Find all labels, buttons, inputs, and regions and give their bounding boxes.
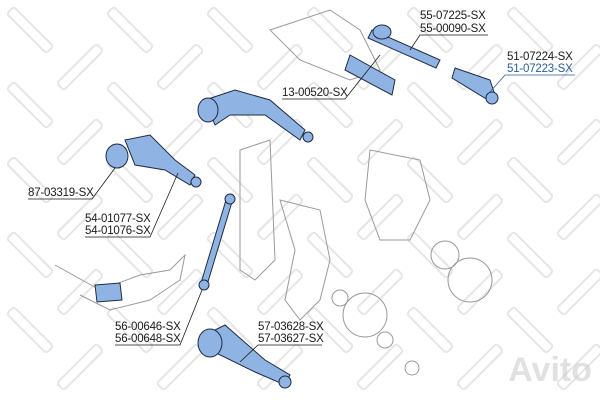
- stellox-watermark-mark: [406, 156, 454, 204]
- stellox-watermark-mark: [256, 343, 304, 391]
- stellox-watermark-mark: [556, 118, 600, 166]
- stellox-watermark-mark: [256, 118, 304, 166]
- knuckle: [279, 199, 331, 321]
- strut: [239, 139, 276, 281]
- stellox-watermark-mark: [406, 6, 454, 54]
- stellox-watermark-mark: [106, 231, 154, 279]
- stellox-watermark-mark: [406, 306, 454, 354]
- stellox-watermark-mark: [106, 6, 154, 54]
- label-stabilizer-link-1[interactable]: 56-00646-SX: [115, 321, 181, 333]
- label-lower-arm-1[interactable]: 57-03628-SX: [258, 321, 324, 333]
- hub-carrier: [364, 149, 431, 241]
- stellox-watermark-mark: [506, 81, 554, 129]
- stellox-watermark-mark: [306, 6, 354, 54]
- label-upper-arm-2[interactable]: 54-01076-SX: [85, 225, 151, 237]
- stellox-watermark-mark: [156, 268, 204, 316]
- stellox-watermark-mark: [56, 268, 104, 316]
- label-tie-rod-end-1[interactable]: 51-07224-SX: [507, 51, 573, 63]
- stellox-watermark-mark: [506, 156, 554, 204]
- stellox-watermark-mark: [456, 43, 504, 91]
- tie-rod-inner-joint: [372, 24, 392, 40]
- leader-lines: [28, 34, 488, 363]
- stellox-watermark-mark: [6, 231, 54, 279]
- stellox-watermark-mark: [356, 268, 404, 316]
- stellox-watermark-mark: [306, 156, 354, 204]
- bearing: [430, 240, 460, 270]
- stellox-watermark-mark: [56, 118, 104, 166]
- label-rack-boot[interactable]: 13-00520-SX: [282, 87, 348, 99]
- stellox-watermark-mark: [206, 6, 254, 54]
- stellox-watermark-mark: [6, 81, 54, 129]
- stellox-watermark-mark: [306, 231, 354, 279]
- stellox-watermark-mark: [6, 6, 54, 54]
- label-tie-rod-2[interactable]: 55-00090-SX: [420, 23, 486, 35]
- stellox-watermark-mark: [6, 306, 54, 354]
- selected-leader-line: [489, 74, 575, 93]
- hub: [447, 257, 493, 303]
- stellox-watermark-mark: [256, 268, 304, 316]
- stellox-watermark-mark: [456, 268, 504, 316]
- hub-2: [342, 292, 388, 338]
- stellox-watermark-mark: [156, 343, 204, 391]
- stellox-watermark-mark: [506, 231, 554, 279]
- stellox-watermark-mark: [206, 231, 254, 279]
- label-lower-arm-2[interactable]: 57-03627-SX: [258, 333, 324, 345]
- stellox-watermark-mark: [406, 231, 454, 279]
- stellox-watermark-mark: [106, 81, 154, 129]
- stellox-watermark-mark: [356, 118, 404, 166]
- stellox-watermark-mark: [456, 343, 504, 391]
- label-silent-block[interactable]: 87-03319-SX: [28, 187, 94, 199]
- stabilizer-link: [200, 199, 233, 286]
- stellox-watermark-mark: [156, 193, 204, 241]
- stellox-watermark-mark: [306, 81, 354, 129]
- stellox-watermark-mark: [406, 81, 454, 129]
- label-tie-rod-1[interactable]: 55-07225-SX: [420, 10, 486, 22]
- upper-front-arm: [204, 89, 306, 141]
- label-tie-rod-end-2-selected[interactable]: 51-07223-SX: [507, 63, 573, 75]
- avito-watermark: Avito: [508, 351, 592, 389]
- label-stabilizer-link-2[interactable]: 56-00648-SX: [115, 333, 181, 345]
- highlighted-parts: [94, 24, 499, 389]
- stellox-watermark-mark: [206, 156, 254, 204]
- stellox-watermark-mark: [506, 306, 554, 354]
- stellox-watermark: [6, 6, 600, 391]
- stellox-watermark-mark: [556, 268, 600, 316]
- stellox-watermark-mark: [56, 43, 104, 91]
- steering-rack: [269, 9, 381, 81]
- stellox-watermark-mark: [56, 343, 104, 391]
- stellox-watermark-mark: [456, 193, 504, 241]
- stellox-watermark-mark: [356, 193, 404, 241]
- tie-rod: [367, 29, 441, 69]
- silent-block: [105, 143, 129, 169]
- stellox-watermark-mark: [256, 43, 304, 91]
- stellox-watermark-mark: [356, 343, 404, 391]
- stellox-watermark-mark: [556, 193, 600, 241]
- stellox-watermark-mark: [506, 6, 554, 54]
- rack-boot: [344, 54, 396, 96]
- stabilizer-bushing: [94, 282, 123, 303]
- stellox-watermark-mark: [456, 118, 504, 166]
- stellox-watermark-mark: [156, 43, 204, 91]
- stellox-watermark-mark: [256, 193, 304, 241]
- stellox-watermark-mark: [6, 156, 54, 204]
- label-upper-arm-1[interactable]: 54-01077-SX: [85, 213, 151, 225]
- stellox-watermark-mark: [56, 193, 104, 241]
